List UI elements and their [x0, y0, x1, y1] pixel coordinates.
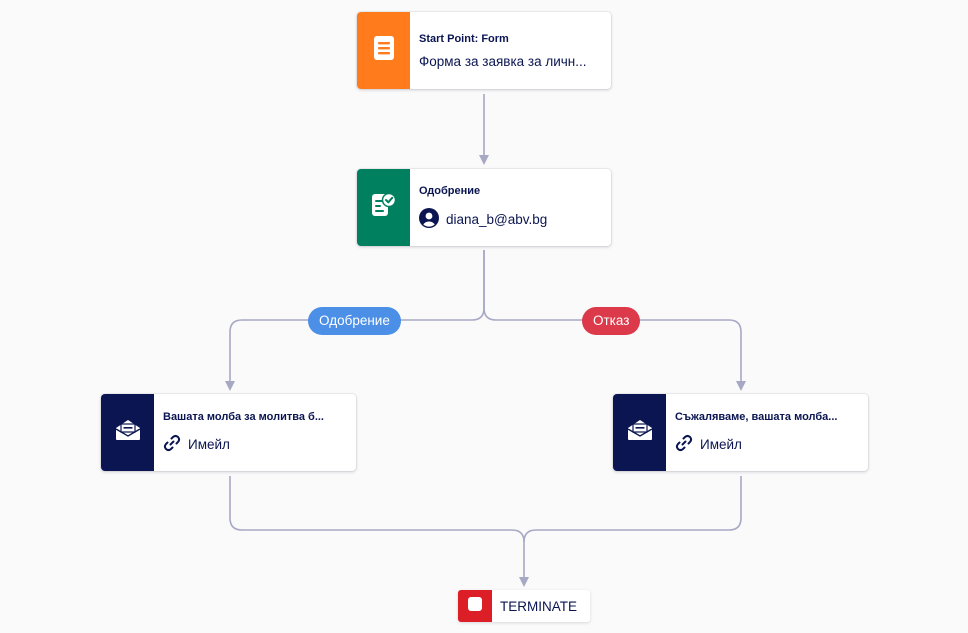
envelope-open-icon — [115, 419, 141, 446]
email-rejected-title: Съжаляваме, вашата молба... — [675, 410, 838, 423]
start-form-node[interactable]: Start Point: Form Форма за заявка за лич… — [357, 12, 611, 89]
approval-node-title: Одобрение — [419, 184, 481, 197]
form-document-icon — [373, 36, 394, 65]
start-node-badge — [357, 12, 410, 89]
branch-reject-pill[interactable]: Отказ — [582, 307, 641, 335]
email-rejected-badge — [613, 394, 666, 471]
email-approved-type: Имейл — [188, 436, 230, 452]
approval-clipboard-icon — [371, 192, 396, 223]
terminate-label: TERMINATE — [500, 598, 577, 614]
connector-approve-email-to-terminate — [229, 476, 529, 587]
email-approved-badge — [101, 394, 154, 471]
approval-node-badge — [357, 169, 410, 246]
email-rejected-type: Имейл — [700, 436, 742, 452]
approval-node[interactable]: Одобрение diana_b@abv.bg — [357, 169, 611, 246]
approval-assignee-email: diana_b@abv.bg — [446, 211, 548, 227]
terminate-node[interactable]: TERMINATE — [458, 590, 590, 622]
email-approved-node[interactable]: Вашата молба за молитва б... Имейл — [101, 394, 356, 471]
terminate-badge — [458, 590, 492, 622]
start-node-form-name: Форма за заявка за личн... — [419, 53, 587, 69]
link-icon — [163, 434, 181, 455]
envelope-open-icon — [627, 419, 653, 446]
email-approved-title: Вашата молба за молитва б... — [163, 410, 324, 423]
email-rejected-node[interactable]: Съжаляваме, вашата молба... Имейл — [613, 394, 868, 471]
stop-square-icon — [468, 596, 482, 616]
link-icon — [675, 434, 693, 455]
connector-reject-email-to-terminate — [523, 476, 742, 543]
start-node-title: Start Point: Form — [419, 32, 509, 45]
user-avatar-icon — [419, 207, 439, 231]
branch-approve-pill[interactable]: Одобрение — [308, 307, 401, 335]
